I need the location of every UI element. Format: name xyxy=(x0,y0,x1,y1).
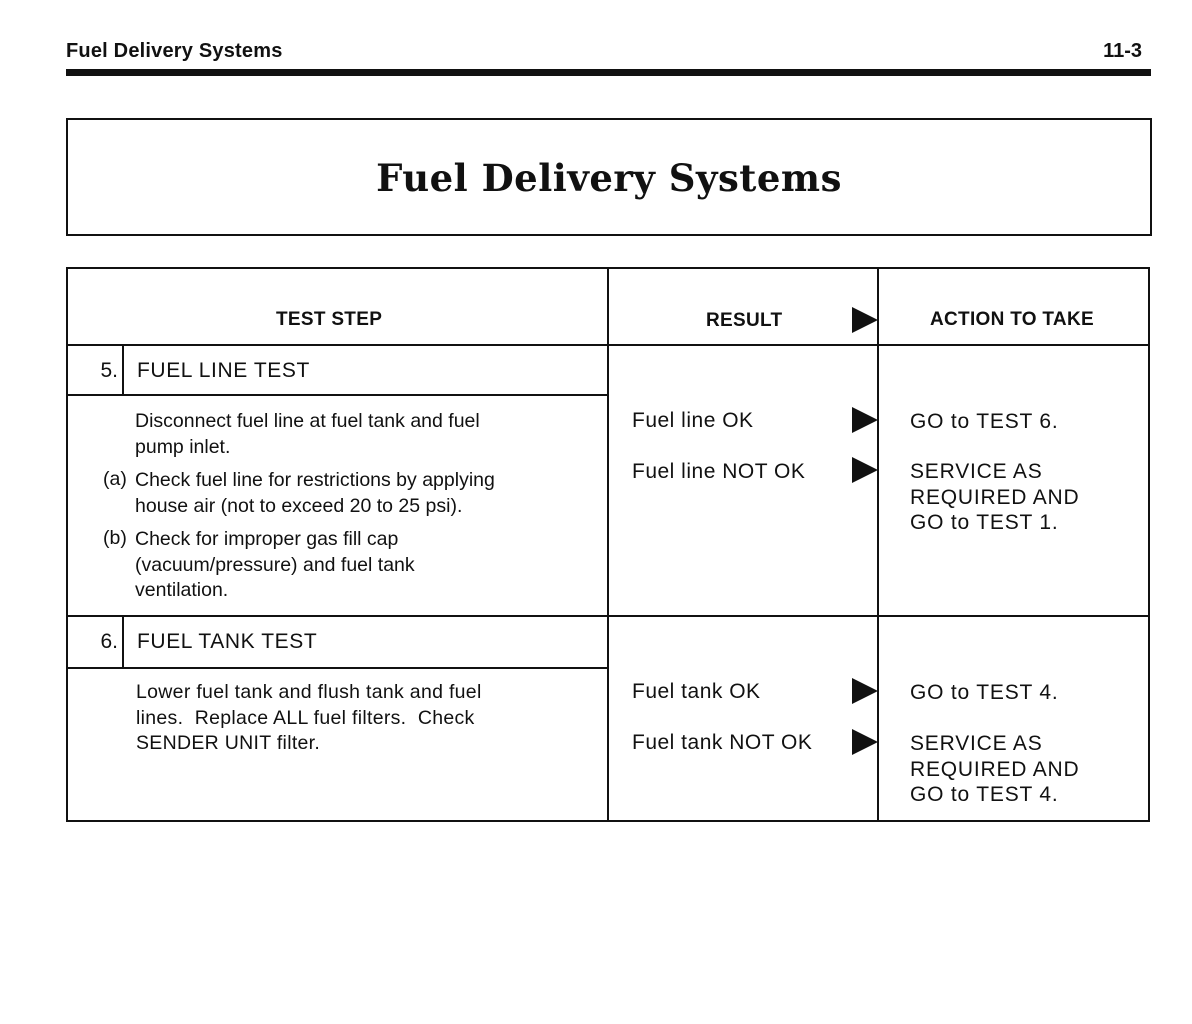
action-line: REQUIRED AND xyxy=(910,757,1080,781)
action-line: GO to TEST 1. xyxy=(910,511,1059,534)
test6-action-ok: GO to TEST 4. xyxy=(910,680,1059,706)
arrow-icon xyxy=(852,407,878,433)
test6-intro-line: SENDER UNIT filter. xyxy=(136,732,321,754)
action-line: GO to TEST 4. xyxy=(910,681,1059,704)
test5-action-ok: GO to TEST 6. xyxy=(910,409,1059,435)
arrow-icon xyxy=(852,678,878,704)
test5-subitem-a: Check fuel line for restrictions by appl… xyxy=(135,468,495,519)
test6-number: 6. xyxy=(100,630,118,653)
test6-intro-line: lines. Replace ALL fuel filters. Check xyxy=(136,706,475,729)
action-line: SERVICE AS xyxy=(910,732,1043,755)
test6-result-ok: Fuel tank OK xyxy=(632,680,761,703)
action-line: SERVICE AS xyxy=(910,460,1043,483)
test5-number: 5. xyxy=(100,359,118,382)
test5-intro-line: Disconnect fuel line at fuel tank and fu… xyxy=(135,410,480,432)
test6-intro-line: Lower fuel tank and flush tank and fuel xyxy=(136,681,482,703)
test-row-divider xyxy=(66,615,1150,617)
action-line: GO to TEST 4. xyxy=(910,783,1059,806)
test5-intro: Disconnect fuel line at fuel tank and fu… xyxy=(135,409,480,460)
test5-subitem-b-line: (vacuum/pressure) and fuel tank xyxy=(135,553,415,576)
test5-subitem-b-line: Check for improper gas fill cap xyxy=(135,528,399,550)
arrow-icon xyxy=(852,457,878,483)
test5-subitem-b-line: ventilation. xyxy=(135,579,229,601)
test5-title: FUEL LINE TEST xyxy=(137,359,310,382)
table-border-right xyxy=(1148,267,1150,822)
column-header-result: RESULT xyxy=(706,310,783,331)
column-divider-result xyxy=(607,267,609,822)
header-rule xyxy=(66,69,1151,76)
column-header-test-step: TEST STEP xyxy=(276,309,383,330)
test5-subitem-a-line: house air (not to exceed 20 to 25 psi). xyxy=(135,494,463,517)
test5-subitem-a-letter: (a) xyxy=(103,468,127,490)
column-divider-action xyxy=(877,267,879,822)
page-number: 11-3 xyxy=(1103,40,1142,62)
column-header-action: ACTION TO TAKE xyxy=(930,309,1094,330)
test5-subitem-a-line: Check fuel line for restrictions by appl… xyxy=(135,469,495,491)
test6-action-not-ok: SERVICE AS REQUIRED AND GO to TEST 4. xyxy=(910,731,1079,808)
test5-intro-line: pump inlet. xyxy=(135,435,231,458)
test5-result-ok: Fuel line OK xyxy=(632,409,754,432)
header-row-divider xyxy=(66,344,1150,346)
test6-number-divider xyxy=(122,616,124,668)
action-line: REQUIRED AND xyxy=(910,485,1080,509)
section-title-box: Fuel Delivery Systems xyxy=(66,118,1152,236)
test6-result-not-ok: Fuel tank NOT OK xyxy=(632,731,813,754)
running-header: Fuel Delivery Systems 11-3 xyxy=(66,40,1150,66)
test6-title-divider xyxy=(66,667,608,669)
action-line: GO to TEST 6. xyxy=(910,410,1059,433)
arrow-icon xyxy=(852,729,878,755)
running-header-title: Fuel Delivery Systems xyxy=(66,40,283,62)
test6-title: FUEL TANK TEST xyxy=(137,630,318,653)
test5-subitem-b-letter: (b) xyxy=(103,527,127,549)
test6-intro: Lower fuel tank and flush tank and fuel … xyxy=(136,680,482,757)
table-border-left xyxy=(66,267,68,822)
test5-result-not-ok: Fuel line NOT OK xyxy=(632,460,806,483)
test5-subitem-b: Check for improper gas fill cap (vacuum/… xyxy=(135,527,415,604)
test5-action-not-ok: SERVICE AS REQUIRED AND GO to TEST 1. xyxy=(910,459,1079,536)
arrow-icon xyxy=(852,307,878,333)
section-title: Fuel Delivery Systems xyxy=(376,156,842,200)
diagnostic-table: TEST STEP RESULT ACTION TO TAKE 5. FUEL … xyxy=(66,267,1150,822)
test5-number-divider xyxy=(122,345,124,395)
test5-title-divider xyxy=(66,394,608,396)
